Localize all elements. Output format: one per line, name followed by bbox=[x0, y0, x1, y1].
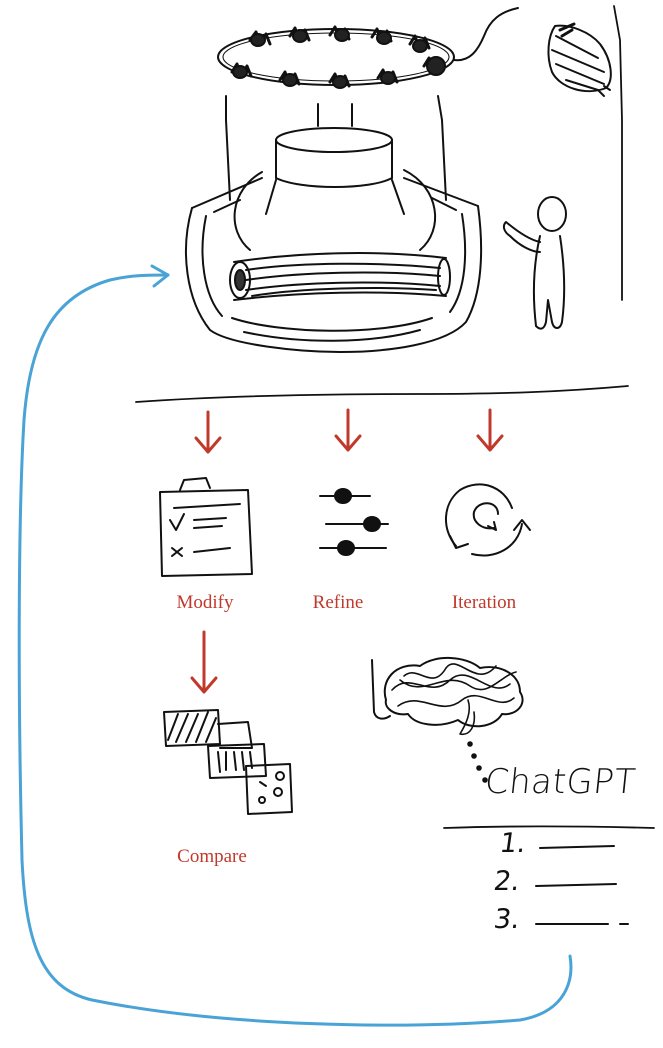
step-label-modify: Modify bbox=[176, 592, 234, 613]
loop-arrow-icon bbox=[17, 264, 573, 1027]
section-divider bbox=[135, 385, 629, 403]
step-label-iteration: Iteration bbox=[451, 592, 517, 613]
chatgpt-label: ChatGPT bbox=[482, 762, 638, 802]
chatgpt-list-lines bbox=[535, 845, 629, 925]
list-number: 1. bbox=[497, 828, 528, 859]
step-arrows bbox=[190, 408, 504, 694]
arrow-down-icon bbox=[476, 408, 504, 452]
list-number: 2. bbox=[491, 866, 522, 897]
arrow-down-icon bbox=[334, 408, 362, 452]
list-number: 3. bbox=[491, 904, 522, 935]
arrow-down-icon bbox=[190, 630, 218, 694]
checklist-icon bbox=[159, 477, 253, 577]
hanging-bag-icon bbox=[547, 5, 623, 301]
thought-scribble-icon bbox=[371, 656, 524, 783]
cycle-icon bbox=[444, 483, 531, 557]
arrow-down-icon bbox=[194, 410, 222, 454]
step-label-refine: Refine bbox=[312, 592, 364, 613]
chatgpt-underline bbox=[443, 825, 655, 829]
step-label-compare: Compare bbox=[177, 846, 247, 867]
overlapping-panels-icon bbox=[163, 709, 293, 815]
sliders-icon bbox=[319, 488, 389, 556]
scanner-machine-icon bbox=[185, 7, 519, 353]
person-icon bbox=[502, 196, 567, 330]
